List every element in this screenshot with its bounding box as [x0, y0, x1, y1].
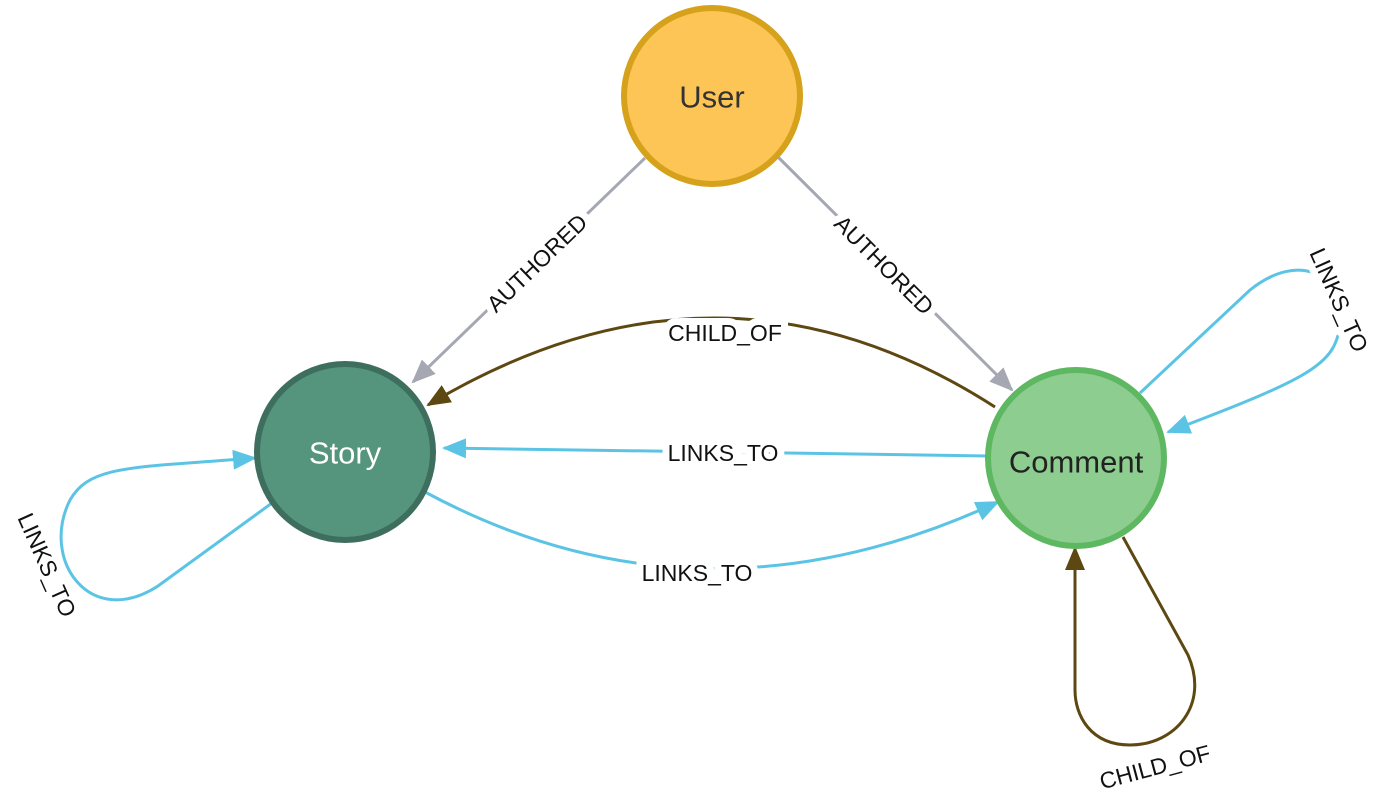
node-comment[interactable]: Comment: [985, 367, 1167, 549]
edge-label-story-self: LINKS_TO: [13, 509, 82, 621]
edge-label-links-to-comment: LINKS_TO: [642, 560, 753, 586]
edge-comment-self-child-of[interactable]: CHILD_OF: [1065, 536, 1220, 801]
edge-story-self-links-to[interactable]: LINKS_TO: [6, 449, 273, 628]
node-user-label: User: [679, 80, 744, 115]
edge-label-comment-self-links: LINKS_TO: [1305, 244, 1374, 356]
edge-user-authored-story[interactable]: AUTHORED: [411, 156, 647, 384]
node-comment-circle: [985, 367, 1167, 549]
edge-label-authored-story: AUTHORED: [482, 209, 593, 317]
node-user[interactable]: User: [621, 5, 803, 187]
edge-comment-child-of-story[interactable]: CHILD_OF: [426, 313, 996, 409]
edge-label-links-to-story: LINKS_TO: [668, 440, 779, 466]
node-story[interactable]: Story: [254, 361, 436, 543]
edge-comment-self-links-to[interactable]: LINKS_TO: [1138, 237, 1380, 434]
node-story-label: Story: [309, 436, 382, 471]
node-user-circle: [621, 5, 803, 187]
edge-label-authored-comment: AUTHORED: [829, 210, 939, 320]
edge-label-comment-self-child: CHILD_OF: [1097, 740, 1214, 795]
edge-label-child-of-story: CHILD_OF: [668, 320, 782, 346]
edge-comment-links-to-story[interactable]: LINKS_TO: [442, 433, 989, 473]
node-comment-label: Comment: [1009, 445, 1144, 480]
edge-story-links-to-comment[interactable]: LINKS_TO: [424, 490, 1000, 593]
node-story-circle: [254, 361, 436, 543]
